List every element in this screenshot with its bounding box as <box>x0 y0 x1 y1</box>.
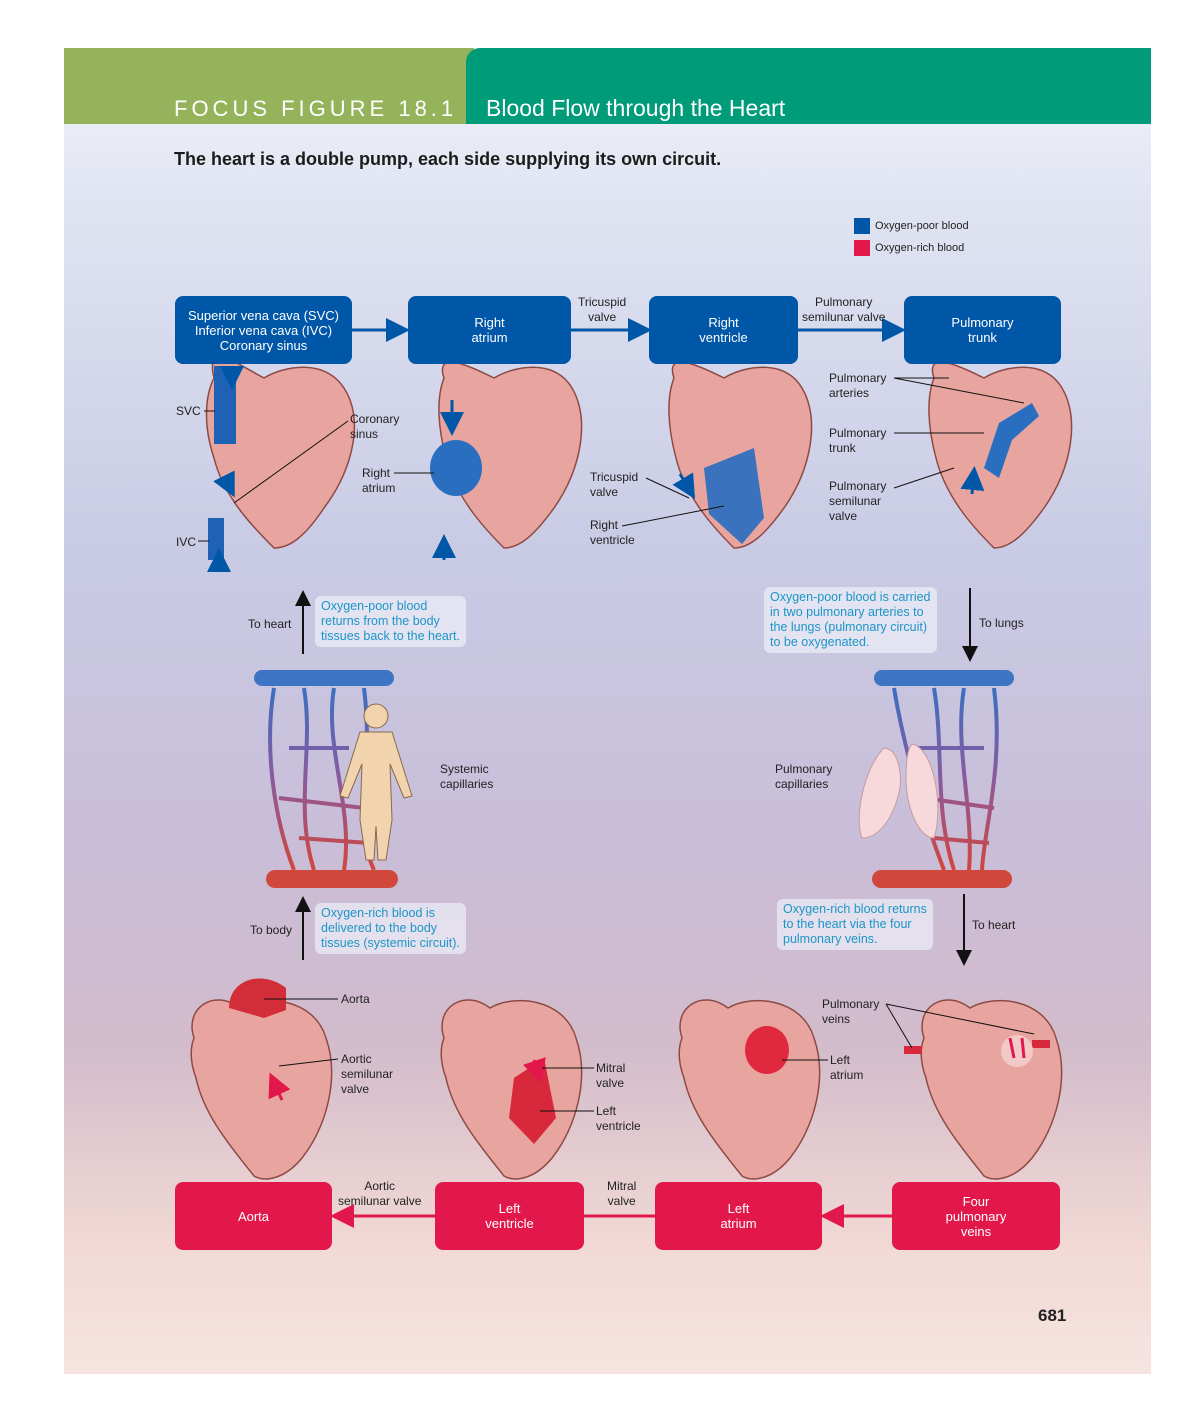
box-right-ventricle: Right ventricle <box>649 296 798 364</box>
leader-lines <box>198 377 1035 1112</box>
label-to-heart-left: To heart <box>248 617 292 631</box>
label-svc: SVC <box>176 404 201 418</box>
note-oxygen-poor-returns: Oxygen-poor blood returns from the body … <box>315 596 466 647</box>
box-vena-cava: Superior vena cava (SVC) Inferior vena c… <box>175 296 352 364</box>
label-to-heart-right: To heart <box>972 918 1016 932</box>
heart-illustration-4 <box>928 361 1073 549</box>
figure-page: FOCUS FIGURE 18.1 Blood Flow through the… <box>64 48 1151 1374</box>
human-figure <box>339 703 413 861</box>
page-number: 681 <box>1038 1306 1067 1325</box>
label-systemic-capillaries: Systemic capillaries <box>440 762 494 791</box>
label-tricuspid-arrow: Tricuspid valve <box>578 295 627 324</box>
box-pulmonary-trunk: Pulmonary trunk <box>904 296 1061 364</box>
label-right-atrium: Right atrium <box>362 466 396 495</box>
label-aorta-heart: Aorta <box>341 992 370 1006</box>
heart-illustration-3 <box>668 361 813 549</box>
heart-illustration-6 <box>440 999 583 1180</box>
label-pulmonary-capillaries: Pulmonary capillaries <box>775 762 833 791</box>
label-to-body: To body <box>250 923 293 937</box>
box-left-atrium: Left atrium <box>655 1182 822 1250</box>
box-left-ventricle: Left ventricle <box>435 1182 584 1250</box>
label-pulmonary-semilunar-arrow: Pulmonary semilunar valve <box>802 295 886 324</box>
label-mitral-valve: Mitral valve <box>596 1061 626 1090</box>
legend-label-oxygen-rich: Oxygen-rich blood <box>875 242 965 254</box>
label-right-ventricle: Right ventricle <box>590 518 635 547</box>
legend-swatch-oxygen-poor <box>854 218 870 234</box>
label-aortic-semilunar-arrow: Aortic semilunar valve <box>338 1179 422 1208</box>
label-mitral-arrow: Mitral valve <box>607 1179 637 1208</box>
figure-title: Blood Flow through the Heart <box>486 95 786 121</box>
heart-illustration-5 <box>190 978 333 1180</box>
legend-label-oxygen-poor: Oxygen-poor blood <box>875 220 969 232</box>
heart-illustration-1 <box>205 357 356 572</box>
diagram-artwork <box>190 318 1073 1228</box>
label-pulmonary-trunk-heart: Pulmonary trunk <box>829 426 887 455</box>
figure-subtitle: The heart is a double pump, each side su… <box>174 149 722 169</box>
label-aortic-semilunar-valve: Aortic semilunar valve <box>341 1052 394 1096</box>
box-aorta: Aorta <box>175 1182 332 1250</box>
heart-illustration-8 <box>904 999 1063 1180</box>
lungs <box>858 743 939 839</box>
note-oxygen-poor-carried: Oxygen-poor blood is carried in two pulm… <box>764 587 937 653</box>
label-pulmonary-arteries: Pulmonary arteries <box>829 371 887 400</box>
label-coronary-sinus: Coronary sinus <box>350 412 400 441</box>
label-tricuspid-valve: Tricuspid valve <box>590 470 639 499</box>
focus-figure-label: FOCUS FIGURE 18.1 <box>174 96 458 121</box>
label-ivc: IVC <box>176 535 197 549</box>
systemic-capillary-bed <box>254 670 413 888</box>
label-left-ventricle-heart: Left ventricle <box>596 1104 641 1133</box>
box-four-pulmonary-veins: Four pulmonary veins <box>892 1182 1060 1250</box>
heart-illustration-7 <box>678 999 821 1180</box>
note-oxygen-rich-returns: Oxygen-rich blood returns to the heart v… <box>777 899 933 950</box>
label-left-atrium-heart: Left atrium <box>830 1053 864 1082</box>
pulmonary-capillary-bed <box>858 670 1014 888</box>
legend-swatch-oxygen-rich <box>854 240 870 256</box>
heart-illustration-2 <box>430 361 583 560</box>
label-pulmonary-semilunar-valve: Pulmonary semilunar valve <box>829 479 887 523</box>
header-band-right <box>466 48 1151 124</box>
header-band-left <box>64 48 474 124</box>
label-to-lungs: To lungs <box>979 616 1024 630</box>
label-pulmonary-veins: Pulmonary veins <box>822 997 880 1026</box>
note-oxygen-rich-delivered: Oxygen-rich blood is delivered to the bo… <box>315 903 466 954</box>
box-right-atrium: Right atrium <box>408 296 571 364</box>
